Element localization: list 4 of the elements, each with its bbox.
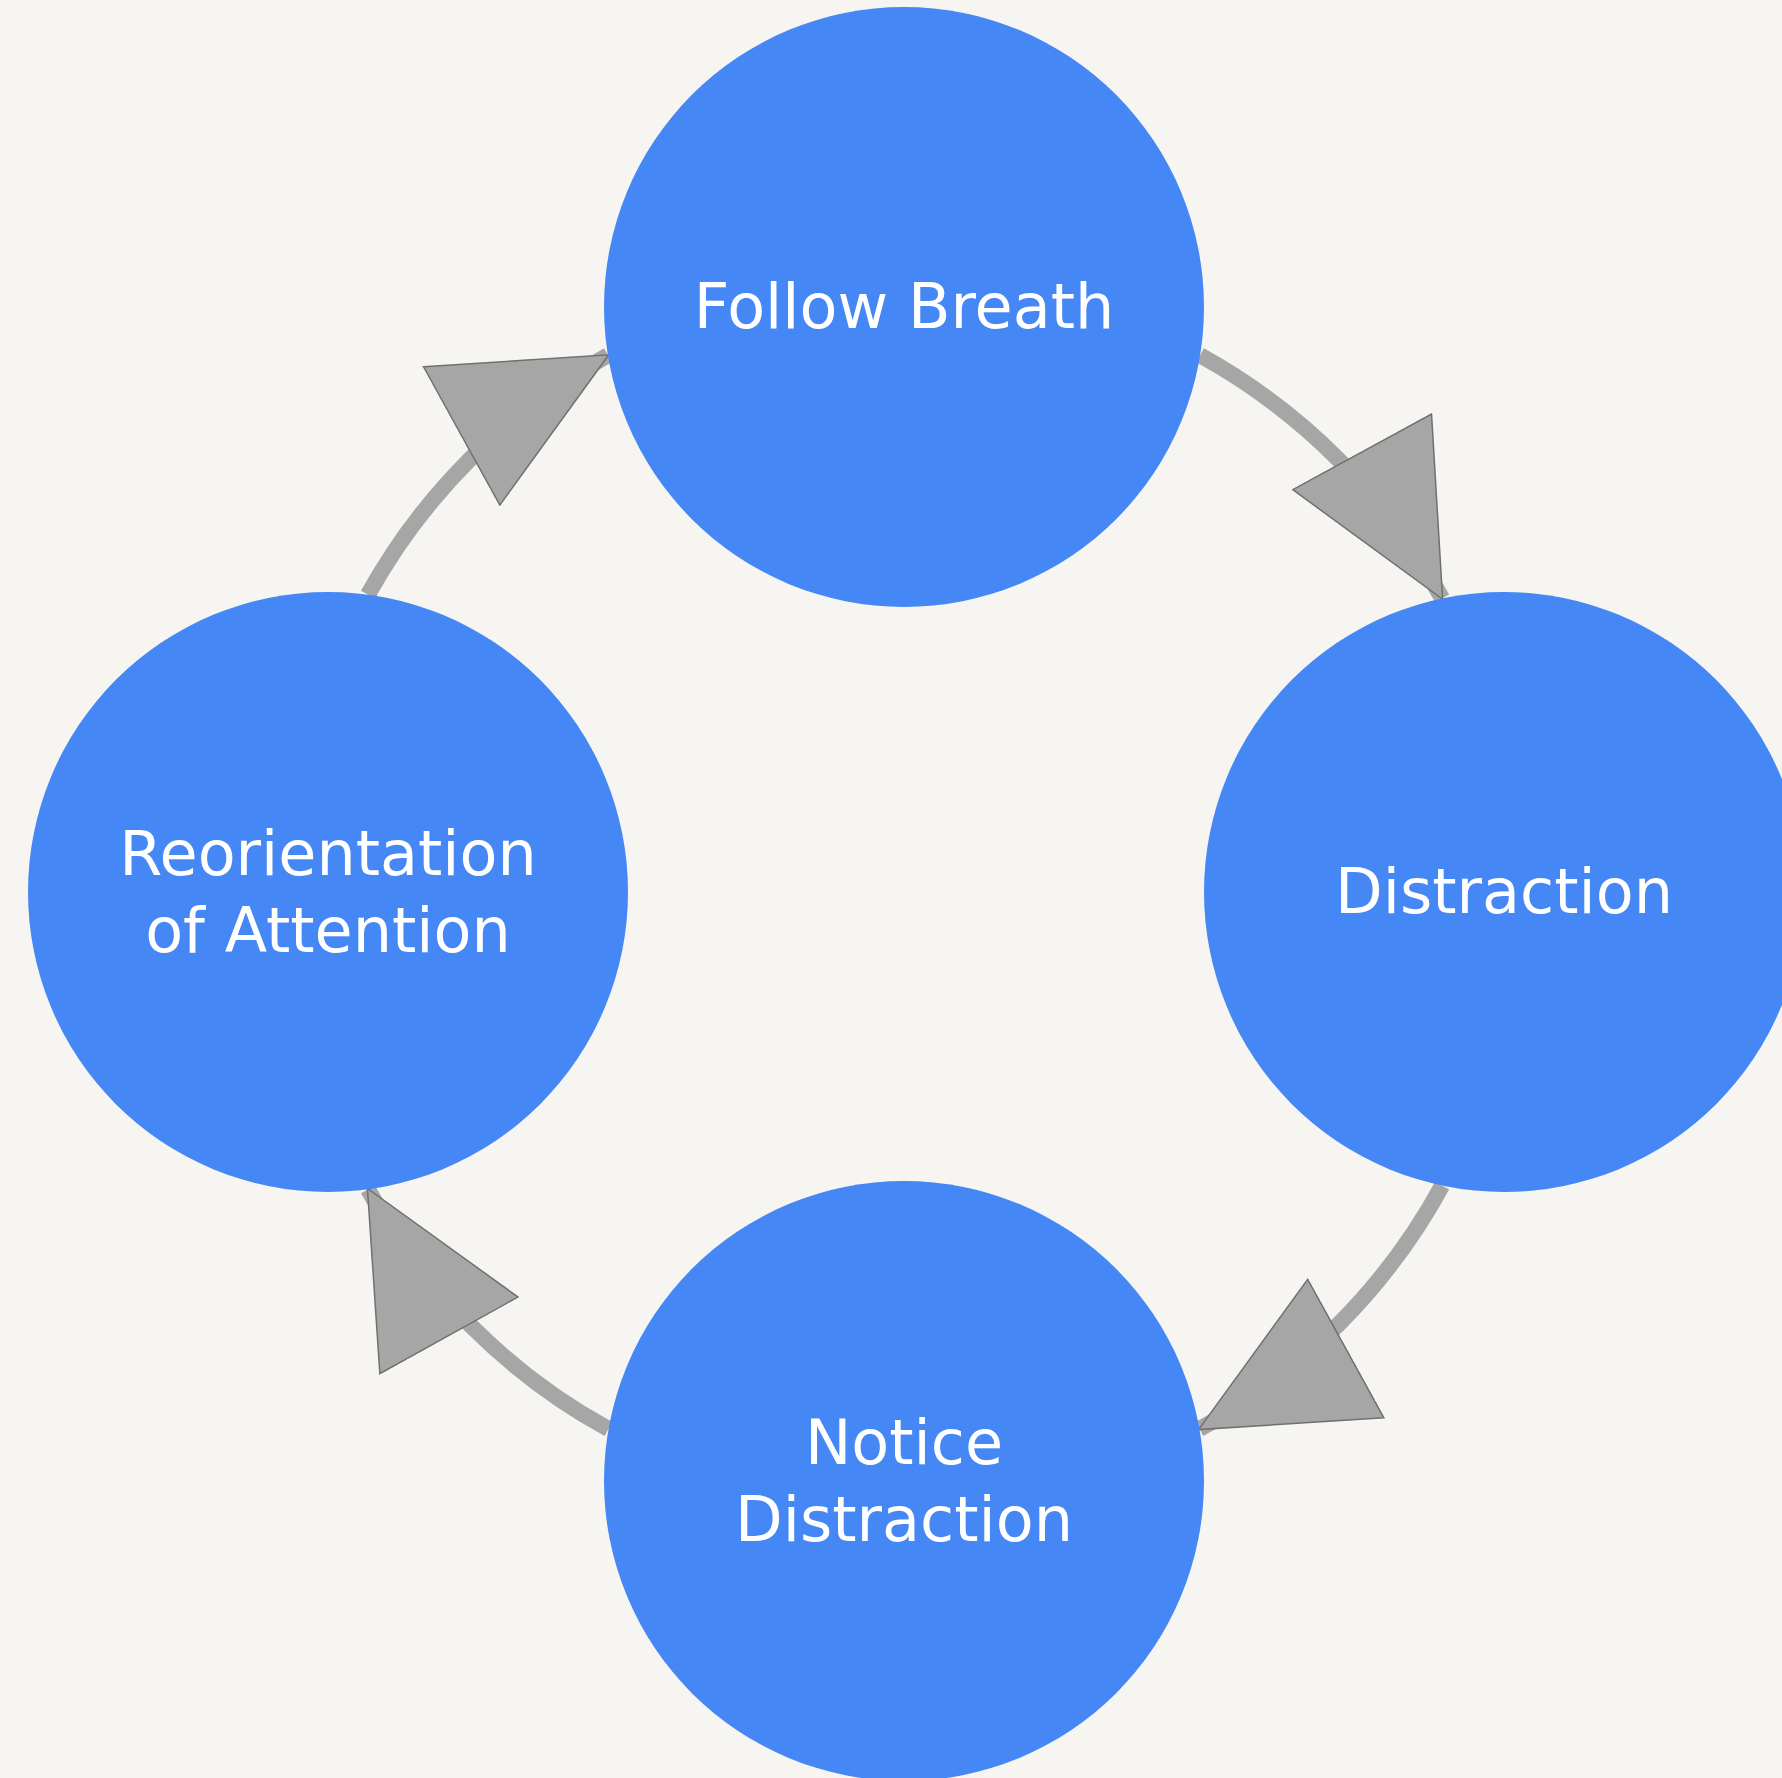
step-label: Notice Distraction (734, 1404, 1074, 1558)
step-label: Distraction (1335, 854, 1673, 931)
step-label: Reorientation of Attention (118, 815, 538, 969)
step-label: Follow Breath (693, 269, 1115, 346)
